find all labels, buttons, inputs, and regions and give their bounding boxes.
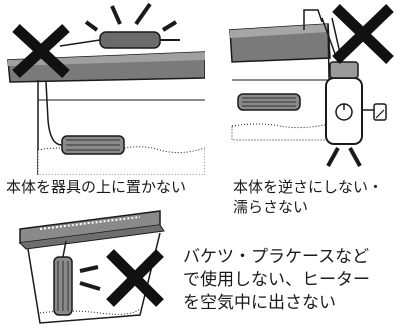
- prohibited-cross-icon: [12, 23, 70, 79]
- gravel: [231, 123, 331, 141]
- caption-line: 本体を逆さにしない・: [233, 178, 384, 196]
- warning-ray: [134, 2, 152, 26]
- caption-line: 濡らさない: [233, 198, 309, 216]
- warning-caption-upside-down: 本体を逆さにしない・ 濡らさない: [233, 177, 383, 217]
- warning-panel-bucket: [0, 205, 185, 328]
- warning-ray: [326, 147, 340, 167]
- plastic-case: [27, 232, 161, 324]
- controller-box: [325, 77, 363, 145]
- caption-line: バケツ・プラケースなど: [183, 247, 370, 267]
- warning-panel-heater-on-lid: [0, 0, 205, 175]
- heater-on-lid: [99, 31, 161, 49]
- warning-ray: [79, 265, 99, 273]
- prohibited-cross-icon: [332, 4, 394, 64]
- caption-line: を空気中に出さない: [183, 293, 336, 313]
- warning-caption-bucket: バケツ・プラケースなど で使用しない、ヒーター を空気中に出さない: [183, 246, 370, 315]
- prohibited-cross-icon: [106, 249, 164, 307]
- warning-caption-lid: 本体を器具の上に置かない: [6, 177, 186, 197]
- warning-ray: [84, 20, 99, 32]
- caption-line: 本体を器具の上に置かない: [6, 178, 187, 196]
- warning-ray: [110, 5, 122, 25]
- warning-ray: [79, 281, 101, 291]
- caption-line: で使用しない、ヒーター: [183, 270, 370, 290]
- power-plug-icon: [373, 103, 387, 121]
- warning-panel-upside-down: [210, 0, 419, 175]
- warning-ray: [161, 20, 178, 32]
- warning-ray: [348, 147, 362, 167]
